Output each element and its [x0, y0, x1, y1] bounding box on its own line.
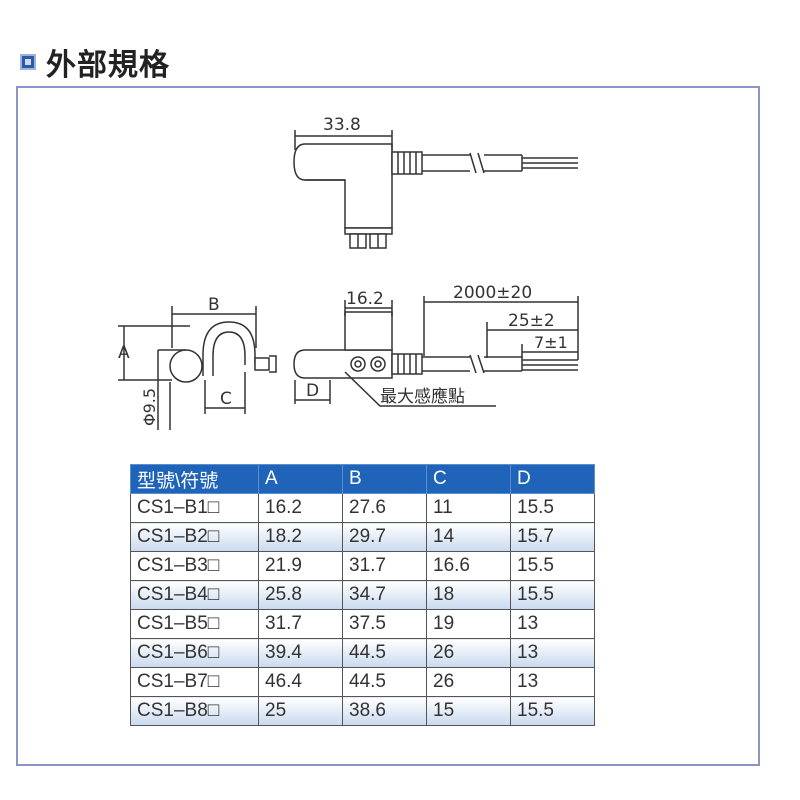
- table-row: CS1–B5□ 31.7 37.5 19 13: [130, 609, 595, 639]
- spec-table: 型號\符號 A B C D CS1–B1□ 16.2 27.6 11 15.5 …: [130, 464, 595, 726]
- cell-b: 34.7: [342, 580, 427, 610]
- dim-d: D: [306, 381, 319, 401]
- cell-a: 31.7: [258, 609, 343, 639]
- cell-b: 44.5: [342, 667, 427, 697]
- dimension-drawing: 33.8 B A Φ9.5 C 16.2 2000±20 25±2 7±1 D …: [118, 115, 579, 430]
- col-header-b: B: [342, 464, 427, 494]
- cell-c: 26: [426, 638, 511, 668]
- cell-b: 29.7: [342, 522, 427, 552]
- top-view-sensor: [293, 130, 578, 249]
- dim-2000: 2000±20: [453, 283, 532, 303]
- cell-c: 14: [426, 522, 511, 552]
- cell-d: 15.5: [510, 493, 595, 523]
- cell-c: 16.6: [426, 551, 511, 581]
- cell-model: CS1–B5□: [130, 609, 259, 639]
- max-sensing-point-callout: 最大感應點: [380, 386, 465, 407]
- dim-7: 7±1: [534, 333, 568, 352]
- cell-model: CS1–B7□: [130, 667, 259, 697]
- cell-d: 13: [510, 609, 595, 639]
- dim-33-8: 33.8: [323, 115, 361, 135]
- cell-c: 26: [426, 667, 511, 697]
- cell-model: CS1–B4□: [130, 580, 259, 610]
- dim-25: 25±2: [508, 311, 555, 331]
- table-row: CS1–B7□ 46.4 44.5 26 13: [130, 667, 595, 697]
- col-header-a: A: [258, 464, 343, 494]
- dim-c: C: [220, 389, 232, 409]
- table-row: CS1–B6□ 39.4 44.5 26 13: [130, 638, 595, 668]
- cell-c: 15: [426, 696, 511, 726]
- cell-c: 11: [426, 493, 511, 523]
- cell-a: 46.4: [258, 667, 343, 697]
- section-header: 外部規格: [20, 42, 170, 83]
- cell-b: 38.6: [342, 696, 427, 726]
- cell-d: 15.5: [510, 551, 595, 581]
- cell-model: CS1–B1□: [130, 493, 259, 523]
- cell-a: 21.9: [258, 551, 343, 581]
- dim-phi: Φ9.5: [140, 388, 159, 426]
- table-row: CS1–B3□ 21.9 31.7 16.6 15.5: [130, 551, 595, 581]
- cell-c: 19: [426, 609, 511, 639]
- cell-model: CS1–B2□: [130, 522, 259, 552]
- cell-b: 31.7: [342, 551, 427, 581]
- col-header-d: D: [510, 464, 595, 494]
- cell-model: CS1–B6□: [130, 638, 259, 668]
- table-row: CS1–B1□ 16.2 27.6 11 15.5: [130, 493, 595, 523]
- table-row: CS1–B2□ 18.2 29.7 14 15.7: [130, 522, 595, 552]
- col-header-c: C: [426, 464, 511, 494]
- cell-b: 37.5: [342, 609, 427, 639]
- side-view-clamp: [118, 306, 277, 430]
- cell-a: 25.8: [258, 580, 343, 610]
- cell-a: 18.2: [258, 522, 343, 552]
- cell-d: 13: [510, 638, 595, 668]
- table-row: CS1–B4□ 25.8 34.7 18 15.5: [130, 580, 595, 610]
- table-header-row: 型號\符號 A B C D: [130, 464, 595, 494]
- section-title: 外部規格: [46, 48, 170, 83]
- dim-b: B: [208, 295, 220, 315]
- cell-d: 13: [510, 667, 595, 697]
- dim-a: A: [118, 343, 130, 363]
- dim-16-2: 16.2: [346, 289, 384, 309]
- table-row: CS1–B8□ 25 38.6 15 15.5: [130, 696, 595, 726]
- cell-d: 15.7: [510, 522, 595, 552]
- cell-model: CS1–B8□: [130, 696, 259, 726]
- cell-b: 27.6: [342, 493, 427, 523]
- cell-model: CS1–B3□: [130, 551, 259, 581]
- cell-c: 18: [426, 580, 511, 610]
- front-view-sensor: [293, 296, 579, 407]
- cell-d: 15.5: [510, 580, 595, 610]
- cell-a: 16.2: [258, 493, 343, 523]
- cell-b: 44.5: [342, 638, 427, 668]
- col-header-model: 型號\符號: [130, 464, 259, 494]
- cell-a: 25: [258, 696, 343, 726]
- square-bullet-icon: [20, 54, 36, 70]
- cell-a: 39.4: [258, 638, 343, 668]
- cell-d: 15.5: [510, 696, 595, 726]
